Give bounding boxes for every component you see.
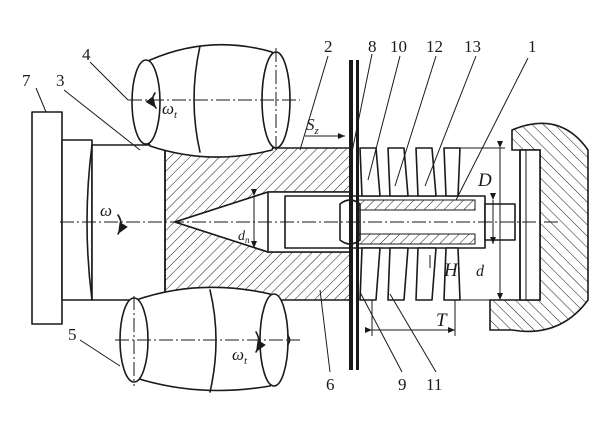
- label-5: 5: [68, 325, 77, 344]
- housing-1: [489, 122, 589, 333]
- omega-t-top-label: ωt: [162, 99, 178, 121]
- omega-t-bottom-label: ωt: [232, 345, 248, 367]
- rotation-arrow-top: [145, 92, 157, 109]
- label-11: 11: [426, 375, 442, 394]
- leader-lines: [35, 53, 529, 373]
- disc-9: [356, 60, 359, 370]
- sz-label: Sz: [306, 115, 320, 137]
- d-label: d: [476, 263, 485, 280]
- rotation-arrow-main: [117, 214, 128, 235]
- omega-label: ω: [100, 201, 112, 220]
- fin-11-bottom: [359, 247, 381, 301]
- rib-upper: [357, 199, 476, 211]
- H-label: H: [443, 260, 459, 281]
- label-12: 12: [426, 37, 443, 56]
- roller-4-top: [131, 43, 291, 158]
- label-7: 7: [22, 71, 31, 90]
- fin-13-top: [415, 147, 437, 197]
- label-8: 8: [368, 37, 377, 56]
- label-1: 1: [528, 37, 537, 56]
- fin-13-bottom: [415, 247, 437, 301]
- T-label: T: [436, 310, 448, 331]
- D-label: D: [477, 170, 492, 191]
- rotation-arrow-bottom: [255, 331, 266, 353]
- fins-group: [357, 147, 476, 301]
- dimensions: [251, 133, 505, 336]
- end-plate-7: [31, 111, 63, 325]
- disc-8: [349, 60, 353, 370]
- label-10: 10: [390, 37, 407, 56]
- label-9: 9: [398, 375, 407, 394]
- label-6: 6: [326, 375, 335, 394]
- housing-insert: [519, 149, 541, 301]
- fin-12-bottom: [387, 247, 409, 301]
- label-13: 13: [464, 37, 481, 56]
- label-4: 4: [82, 45, 91, 64]
- dn-label: dn: [238, 229, 250, 245]
- label-3: 3: [56, 71, 65, 90]
- label-2: 2: [324, 37, 333, 56]
- rib-lower: [357, 233, 476, 245]
- fin-4-top: [443, 147, 461, 197]
